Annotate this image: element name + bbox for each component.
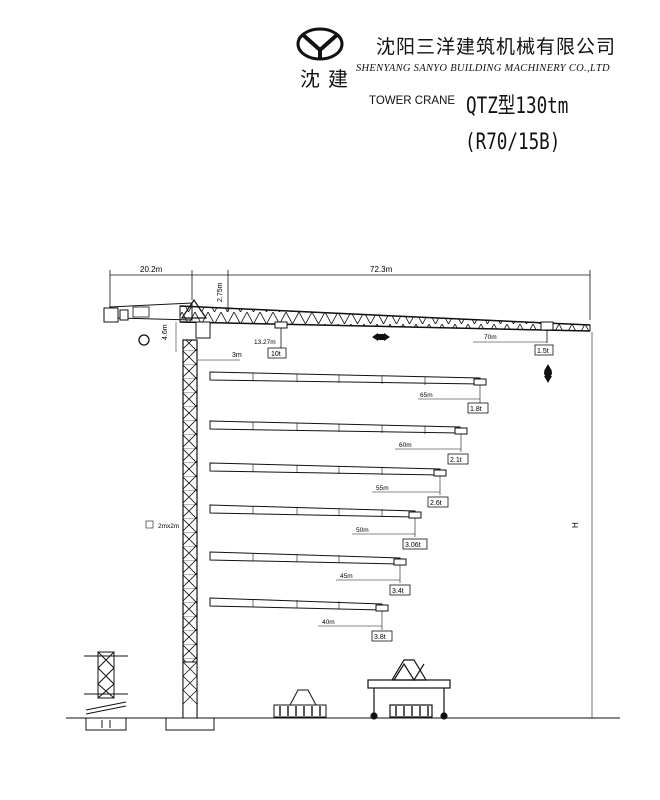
company-name-en: SHENYANG SANYO BUILDING MACHINERY CO.,LT… xyxy=(356,63,610,74)
company-logo xyxy=(296,27,344,61)
label-radius: 50m xyxy=(356,527,369,534)
label-load: 2.1t xyxy=(450,457,462,464)
base-detail xyxy=(84,651,128,731)
tower-head xyxy=(180,298,208,319)
label-load: 3.8t xyxy=(374,634,386,641)
label-load: 1.8t xyxy=(470,406,482,413)
operator-cab xyxy=(195,321,211,339)
main-jib xyxy=(179,305,591,332)
label-radius: 60m xyxy=(399,442,412,449)
horizontal-move-icon xyxy=(372,333,378,341)
top-dimension xyxy=(109,270,591,320)
label-tip-load: 1.5t xyxy=(537,348,549,355)
vertical-move-icon xyxy=(544,364,552,371)
jib-config-60: 60m 2.1t xyxy=(209,420,469,465)
crane-type-label: TOWER CRANE xyxy=(369,95,456,107)
dim-height: H xyxy=(571,522,580,528)
label-load: 2.6t xyxy=(430,500,442,507)
dim-counter-jib: 20.2m xyxy=(140,265,163,274)
crane-variant: (R70/15B) xyxy=(465,130,561,155)
label-radius: 55m xyxy=(376,485,389,492)
jib-config-50: 50m 3.06t xyxy=(209,504,428,550)
counter-jib xyxy=(103,302,193,323)
label-load: 3.06t xyxy=(405,542,421,549)
dim-jib-depth: 4.6m xyxy=(162,324,169,340)
logo-text: 沈建 xyxy=(300,67,356,91)
label-max-radius: 13.27m xyxy=(254,339,276,346)
label-radius: 40m xyxy=(322,619,335,626)
dim-head-height: 2.75m xyxy=(217,282,224,302)
crane-model: QTZ型130tm xyxy=(466,94,569,119)
label-radius: 65m xyxy=(420,392,433,399)
label-max-load: 10t xyxy=(271,351,281,358)
jib-config-65: 65m 1.8t xyxy=(209,371,489,414)
dim-mast-section: 2mx2m xyxy=(158,523,179,530)
label-radius: 45m xyxy=(340,573,353,580)
label-load: 3.4t xyxy=(392,588,404,595)
ground-load-small xyxy=(273,689,327,718)
jib-config-55: 55m 2.6t xyxy=(209,462,449,508)
hook-icon xyxy=(138,334,150,346)
jib-config-40: 40m 3.8t xyxy=(209,597,393,642)
dim-offset: 3m xyxy=(232,352,242,359)
gantry-machine xyxy=(367,659,451,720)
dim-jib: 72.3m xyxy=(370,265,393,274)
label-tip-radius: 70m xyxy=(484,334,497,341)
jib-config-45: 45m 3.4t xyxy=(209,551,411,596)
company-name-cn: 沈阳三洋建筑机械有限公司 xyxy=(376,36,617,58)
